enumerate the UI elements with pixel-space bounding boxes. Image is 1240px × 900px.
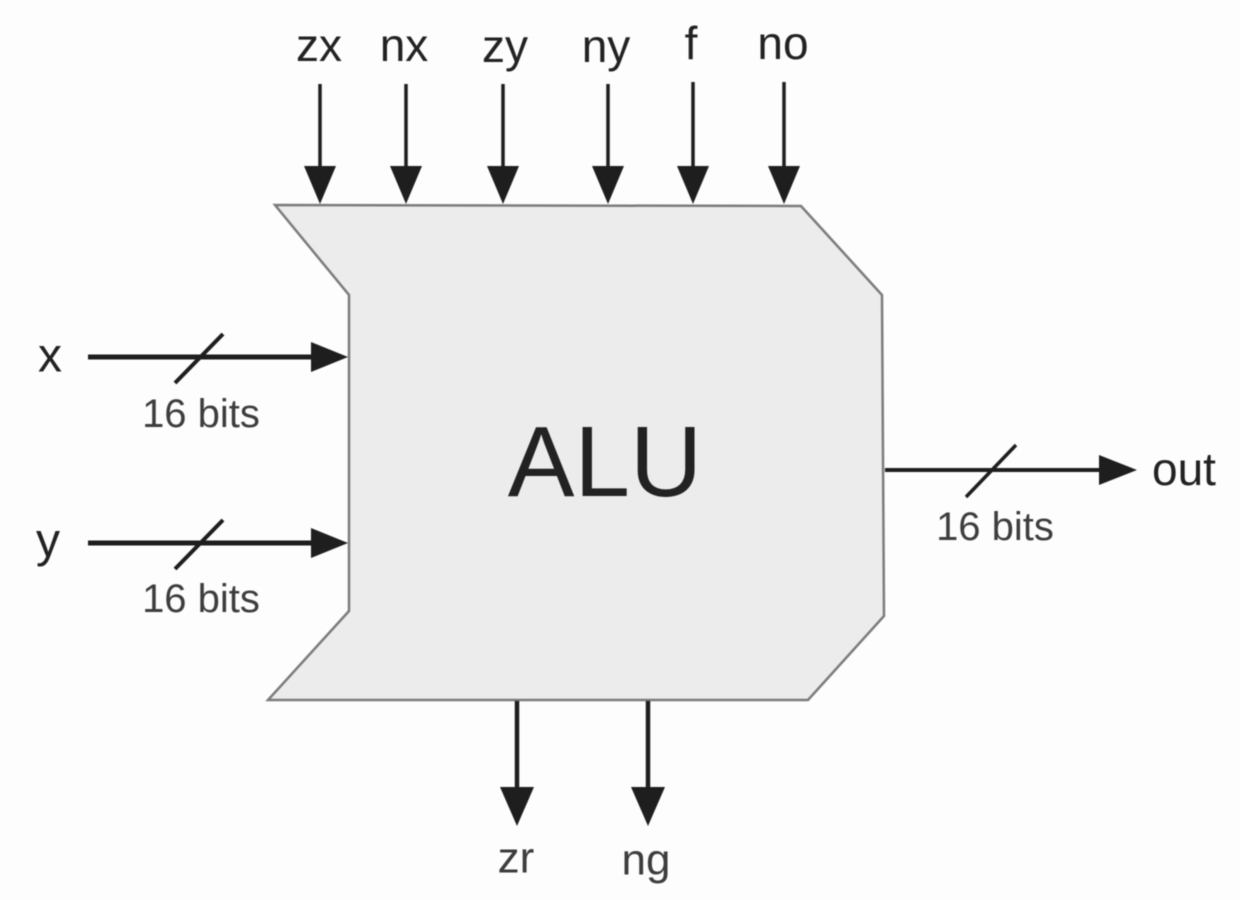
- ny-arrowhead-icon: [592, 166, 624, 204]
- output-out: out 16 bits: [885, 443, 1216, 549]
- zr-status-label: zr: [498, 834, 535, 883]
- ny-pin-label: ny: [582, 20, 631, 72]
- f-pin-label: f: [685, 17, 698, 69]
- control-input-ny: ny: [582, 20, 631, 204]
- x-input-label: x: [38, 330, 62, 383]
- y-input-label: y: [36, 515, 60, 568]
- x-arrowhead-icon: [311, 342, 348, 372]
- x-bus-slash-icon: [173, 332, 225, 385]
- zx-arrowhead-icon: [304, 166, 336, 204]
- control-input-nx: nx: [380, 19, 429, 204]
- alu-block-title: ALU: [508, 406, 703, 518]
- y-bus-width-label: 16 bits: [142, 577, 260, 621]
- status-output-ng: ng: [622, 701, 671, 885]
- control-input-zy: zy: [482, 20, 528, 204]
- zy-pin-label: zy: [482, 20, 528, 72]
- zx-pin-label: zx: [296, 19, 342, 71]
- status-output-zr: zr: [498, 701, 535, 883]
- control-inputs-group: zx nx zy ny f no: [296, 17, 809, 204]
- out-label: out: [1152, 443, 1216, 495]
- ng-status-label: ng: [622, 836, 671, 885]
- data-input-y: y 16 bits: [36, 515, 348, 621]
- zr-arrowhead-icon: [500, 787, 534, 826]
- nx-arrowhead-icon: [390, 166, 422, 204]
- no-pin-label: no: [757, 17, 808, 69]
- nx-pin-label: nx: [380, 19, 429, 71]
- out-bus-slash-icon: [964, 443, 1018, 499]
- control-input-f: f: [677, 17, 709, 204]
- ng-arrowhead-icon: [631, 787, 665, 826]
- control-input-zx: zx: [296, 19, 342, 204]
- control-input-no: no: [757, 17, 809, 204]
- no-arrowhead-icon: [768, 166, 800, 204]
- out-arrowhead-icon: [1099, 455, 1137, 485]
- alu-body-shape: [265, 203, 886, 702]
- zy-arrowhead-icon: [487, 166, 519, 204]
- x-bus-width-label: 16 bits: [142, 392, 260, 436]
- out-bus-width-label: 16 bits: [936, 505, 1054, 549]
- y-bus-slash-icon: [173, 518, 225, 571]
- data-input-x: x 16 bits: [38, 330, 348, 436]
- y-arrowhead-icon: [311, 528, 348, 558]
- f-arrowhead-icon: [677, 166, 709, 204]
